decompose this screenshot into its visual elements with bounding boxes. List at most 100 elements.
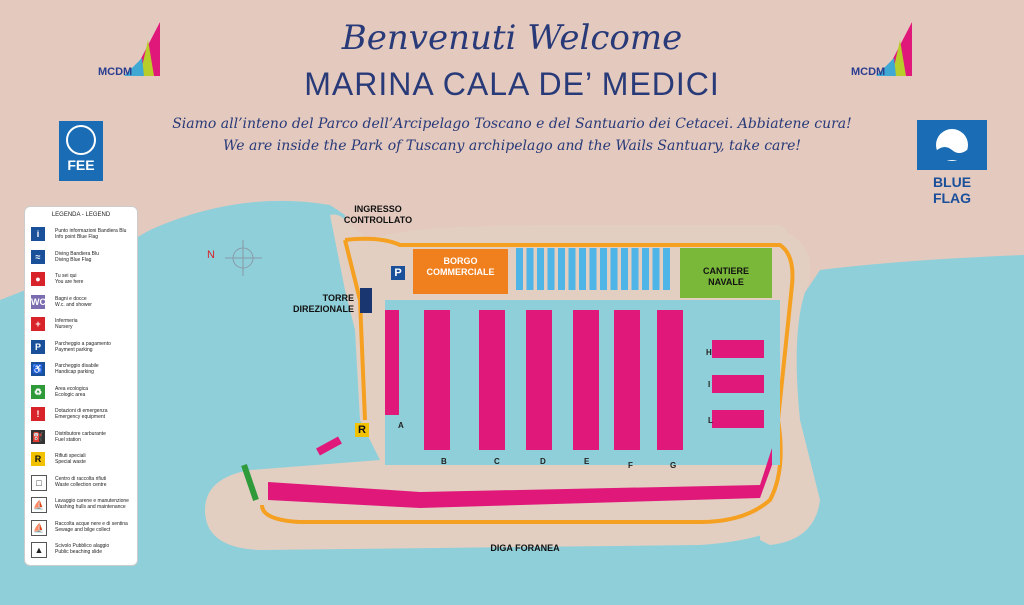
legend-text-it: Infermeria [55, 318, 78, 324]
parking-bay [526, 248, 534, 290]
pontoon-berths [526, 310, 552, 450]
pier-letter: E [584, 457, 590, 466]
parking-bay [610, 248, 618, 290]
pier-letter: D [540, 457, 546, 466]
blue-flag-icon [917, 120, 987, 170]
parking-bay [621, 248, 628, 290]
pontoon-berths [712, 375, 764, 393]
handicap-parking-icon: ♿ [31, 362, 45, 376]
parking-icon: P [31, 339, 45, 354]
pier-letter: I [708, 380, 710, 389]
legend-text-en: Nursery [55, 324, 73, 330]
info-point-icon: i [31, 227, 45, 241]
legend-text-it: Raccolta acque nere e di sentina [55, 520, 128, 527]
lighthouse-right [316, 436, 342, 456]
pier-letter: C [494, 457, 500, 466]
pier-letter: L [708, 416, 713, 425]
pier-letter: F [628, 461, 633, 470]
legend-text-it: Parcheggio disabile [55, 363, 99, 369]
legend-text-it: Tu sei qui [55, 273, 77, 279]
pontoon-berths [712, 410, 764, 428]
parking-stripes [516, 248, 670, 290]
legend-text-it: Dotazioni di emergenza [55, 408, 108, 414]
blue-flag-label: BLUE FLAG [932, 174, 972, 206]
mcdm-sail-icon [876, 22, 912, 76]
pontoon-berths [614, 310, 640, 450]
toilets-icon: WC [31, 294, 46, 309]
legend-text-it: Parcheggio a pagamento [55, 340, 111, 347]
pontoon-berths [657, 310, 683, 450]
you-are-here-icon: ● [31, 272, 45, 286]
waste-centre-icon: □ [31, 474, 47, 491]
parking-bay [652, 248, 660, 290]
parking-bay [579, 248, 586, 290]
special-waste-icon: R [31, 452, 45, 466]
parking-bay [600, 248, 607, 290]
legend-text-it: Diving Bandiera Blu [55, 250, 99, 257]
legend-text-it: Area ecologica [55, 385, 89, 392]
legend-text-it: Distributore carburante [55, 430, 106, 437]
legend-text-it: Bagni e docce [55, 295, 87, 302]
parking-sign: P [391, 266, 405, 280]
nursery-icon: + [31, 317, 45, 331]
torre-direzionale [360, 288, 372, 313]
legend-text-en: Waste collection centre [55, 481, 107, 488]
pier-letter: B [441, 457, 447, 466]
special-waste-sign: R [355, 423, 369, 437]
pier-letter: G [670, 461, 676, 470]
legend-panel: LEGENDA - LEGEND i Punto informazioni Ban… [24, 206, 138, 566]
welcome-heading: Benvenuti Welcome [341, 18, 683, 58]
fee-logo: FEE [59, 121, 103, 181]
legend-text-en: You are here [55, 279, 84, 285]
legend-text-en: Public beaching slide [55, 549, 102, 555]
parking-bay [642, 248, 649, 290]
torre-label: TORRE DIREZIONALE [292, 293, 354, 314]
legend-text-en: W.c. and shower [55, 301, 92, 308]
mcdm-logo-left: MCDM [98, 66, 133, 78]
subtitle-italian: Siamo all’inteno del Parco dell’Arcipela… [172, 116, 852, 132]
legend-text-en: Ecologic area [55, 391, 86, 398]
emergency-icon: ! [31, 407, 45, 421]
pontoon-berths [385, 310, 399, 415]
borgo-commerciale-building [413, 249, 508, 294]
parking-bay [516, 248, 523, 290]
parking-bay [547, 248, 555, 290]
pontoon-berths [479, 310, 505, 450]
parking-bay [537, 248, 544, 290]
pontoon-berths [424, 310, 450, 450]
legend-text-en: Emergency equipment [55, 414, 106, 420]
beaching-slide-icon: ▲ [31, 542, 47, 558]
legend-text-it: Punto informazioni Bandiera Blu [55, 228, 127, 234]
berths-group [385, 310, 764, 450]
borgo-label: BORGO COMMERCIALE [426, 256, 495, 277]
compass-icon [225, 240, 262, 276]
parking-bay [663, 248, 670, 290]
diving-icon: ≈ [31, 249, 45, 264]
legend-text-en: Washing hulls and maintenance [55, 504, 126, 510]
mcdm-logo-right: MCDM [851, 66, 886, 78]
ingresso-label: INGRESSO CONTROLLATO [343, 204, 413, 225]
legend-text-it: Centro di raccolta rifiuti [55, 475, 107, 482]
parking-bay [558, 248, 565, 290]
diga-label: DIGA FORANEA [490, 543, 560, 553]
pier-letter: A [398, 421, 404, 430]
cantiere-navale-area [680, 248, 772, 298]
lighthouse-left [241, 464, 259, 501]
fuel-icon: ⛽ [31, 429, 45, 444]
parking-bay [589, 248, 597, 290]
legend-title: LEGENDA - LEGEND [51, 212, 111, 218]
